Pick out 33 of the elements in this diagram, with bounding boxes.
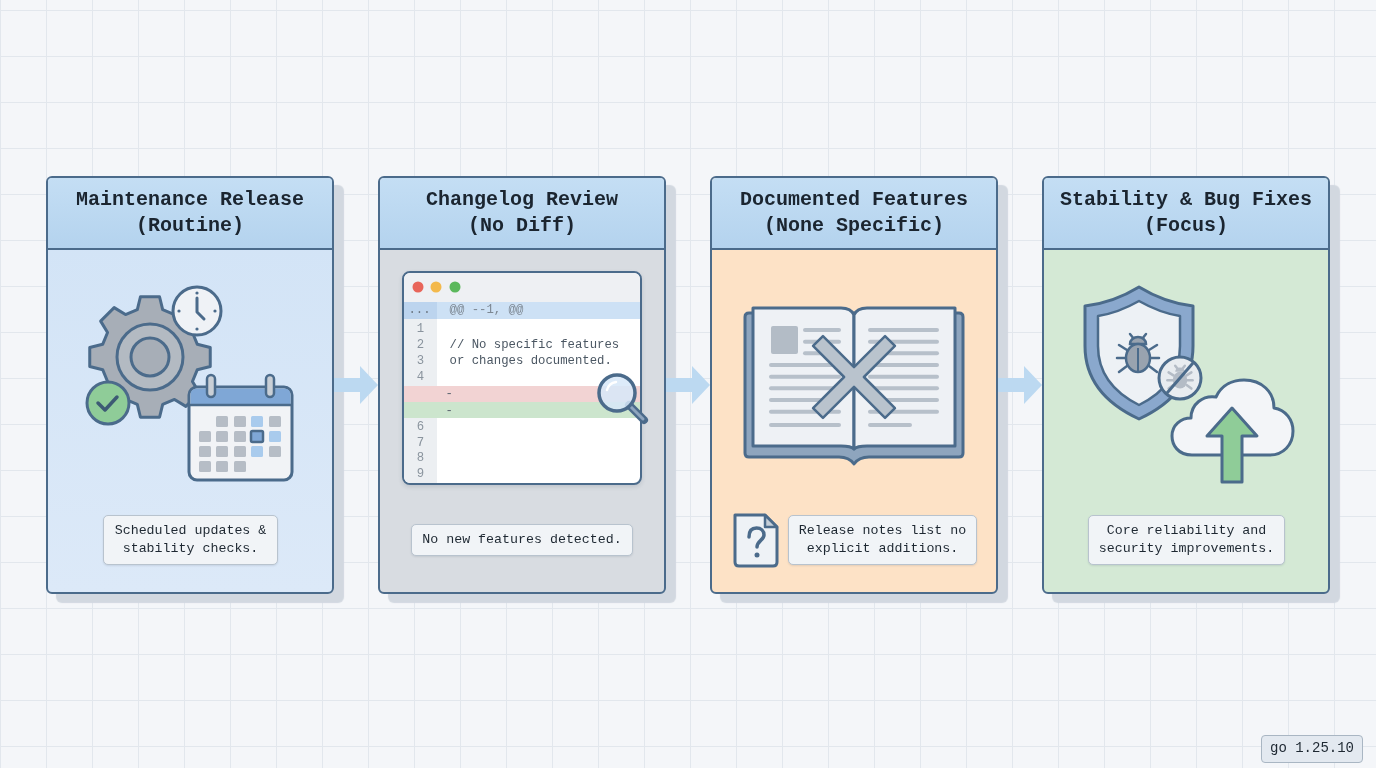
panel-title: Changelog Review (No Diff) (425, 187, 619, 239)
note-card (411, 524, 633, 556)
gutter-ellipsis: ... (408, 301, 431, 318)
line-number: 7 (416, 434, 425, 451)
panel-title: Documented Features (None Specific) (738, 187, 969, 239)
diff-marker: - (445, 402, 453, 419)
note-text: Release notes list no explicit additions. (797, 522, 968, 558)
line-number: 1 (416, 320, 425, 337)
note-text: Scheduled updates & stability checks. (113, 522, 268, 558)
note-text: No new features detected. (422, 531, 622, 549)
flow-arrow (998, 366, 1042, 404)
diff-hunk-header: @@ --1, @@ (449, 301, 524, 318)
flow-arrow (334, 366, 378, 404)
line-number: 8 (416, 449, 425, 466)
note-text: Core reliability and security improvements. (1097, 522, 1276, 558)
version-tag: go 1.25.10 (1261, 735, 1363, 763)
line-number: 2 (416, 336, 425, 353)
note-card (103, 515, 278, 565)
line-number: 6 (416, 418, 425, 435)
note-card (1088, 515, 1285, 565)
stage-panel (46, 176, 334, 594)
stage-panel (1042, 176, 1330, 594)
code-comment: // No specific features or changes documented. (449, 336, 621, 369)
stage-panel (378, 176, 666, 594)
panel-title: Maintenance Release (Routine) (74, 187, 305, 239)
stage-panel (710, 176, 998, 594)
diff-marker: - (445, 385, 453, 402)
flow-arrow (666, 366, 710, 404)
line-number: 4 (416, 368, 425, 385)
line-number: 9 (416, 465, 425, 482)
panel-title: Stability & Bug Fixes (Focus) (1058, 187, 1313, 239)
note-card (788, 515, 977, 565)
line-number: 3 (416, 352, 425, 369)
